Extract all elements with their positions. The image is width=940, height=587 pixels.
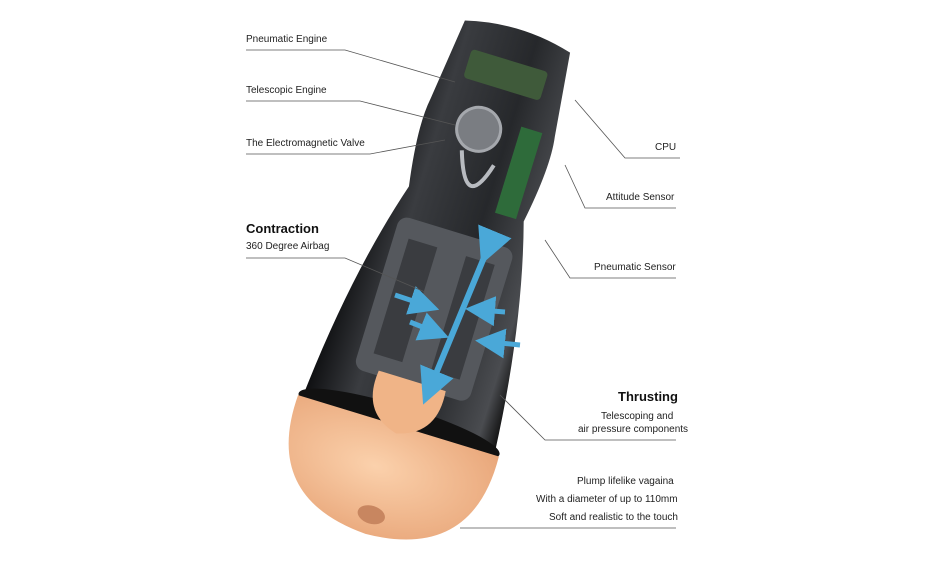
label-pneumatic-engine: Pneumatic Engine	[246, 34, 328, 45]
leader-attitude	[564, 164, 676, 209]
label-attitude-sensor: Attitude Sensor	[606, 192, 675, 203]
contraction-arrow	[409, 312, 449, 341]
heading-thrusting: Thrusting	[618, 389, 678, 404]
leader-cpu	[574, 99, 680, 159]
label-cpu: CPU	[655, 142, 677, 153]
leader-pneumatic-engine	[246, 49, 456, 83]
thrust-arrow	[420, 224, 512, 405]
leader-telescopic-engine	[246, 100, 456, 126]
cpu-board	[464, 49, 548, 100]
label-pneumatic-sensor: Pneumatic Sensor	[594, 262, 676, 273]
tube	[459, 150, 496, 189]
label-sleeve-2: With a diameter of up to 110mm	[536, 494, 678, 505]
contraction-arrow	[475, 328, 521, 359]
leader-valve	[246, 139, 446, 155]
label-airbag: 360 Degree Airbag	[246, 241, 330, 252]
leader-thrusting	[499, 394, 676, 441]
contraction-arrow	[465, 296, 506, 327]
pneumatic-engine-part	[455, 105, 503, 153]
contraction-arrow	[394, 286, 440, 315]
leader-lines	[246, 49, 680, 529]
leader-pneumatic-sensor	[544, 239, 676, 279]
sensor-board	[495, 126, 543, 220]
leader-contraction	[246, 257, 426, 293]
label-sleeve-3: Soft and realistic to the touch	[549, 512, 678, 523]
sleeve-opening	[357, 505, 385, 525]
heading-contraction: Contraction	[246, 221, 319, 236]
label-air-pressure: air pressure components	[578, 424, 689, 435]
label-electromagnetic-valve: The Electromagnetic Valve	[246, 138, 365, 149]
label-sleeve-1: Plump lifelike vagaina	[577, 476, 674, 487]
label-telescoping: Telescoping and	[601, 411, 674, 422]
label-telescopic-engine: Telescopic Engine	[246, 85, 327, 96]
sleeve	[288, 395, 499, 540]
motion-arrows	[394, 224, 521, 405]
